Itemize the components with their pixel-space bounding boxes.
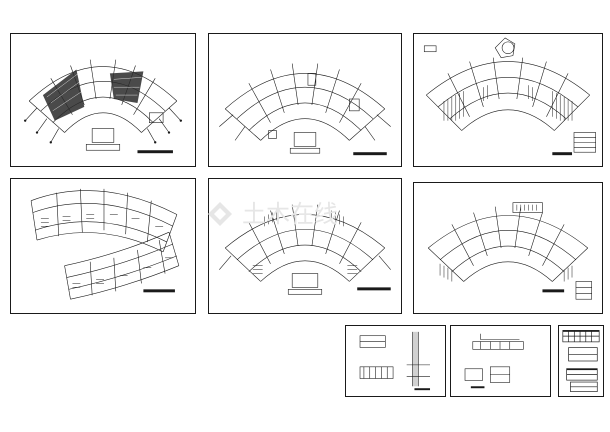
stair-detail-drawing [562, 330, 600, 392]
drawing-sheet-9[interactable] [558, 325, 604, 397]
drawing-sheet-2[interactable] [208, 33, 402, 167]
floor-plan-drawing [219, 204, 391, 295]
floor-plan-drawing [428, 202, 593, 300]
floor-plan-drawing [423, 37, 596, 156]
floor-plan-drawing [30, 188, 180, 300]
drawing-sheet-7[interactable] [345, 325, 446, 397]
section-detail-drawing [464, 333, 524, 389]
drawing-sheet-5[interactable] [208, 178, 402, 314]
floor-plan-drawing [219, 63, 391, 156]
drawing-sheet-3[interactable] [413, 33, 603, 167]
drawing-sheet-8[interactable] [450, 325, 551, 397]
drawing-sheet-4[interactable] [10, 178, 196, 314]
floor-plan-drawing [23, 59, 183, 154]
drawing-sheet-6[interactable] [413, 182, 603, 314]
section-detail-drawing [359, 331, 431, 391]
drawing-sheet-1[interactable] [10, 33, 196, 167]
